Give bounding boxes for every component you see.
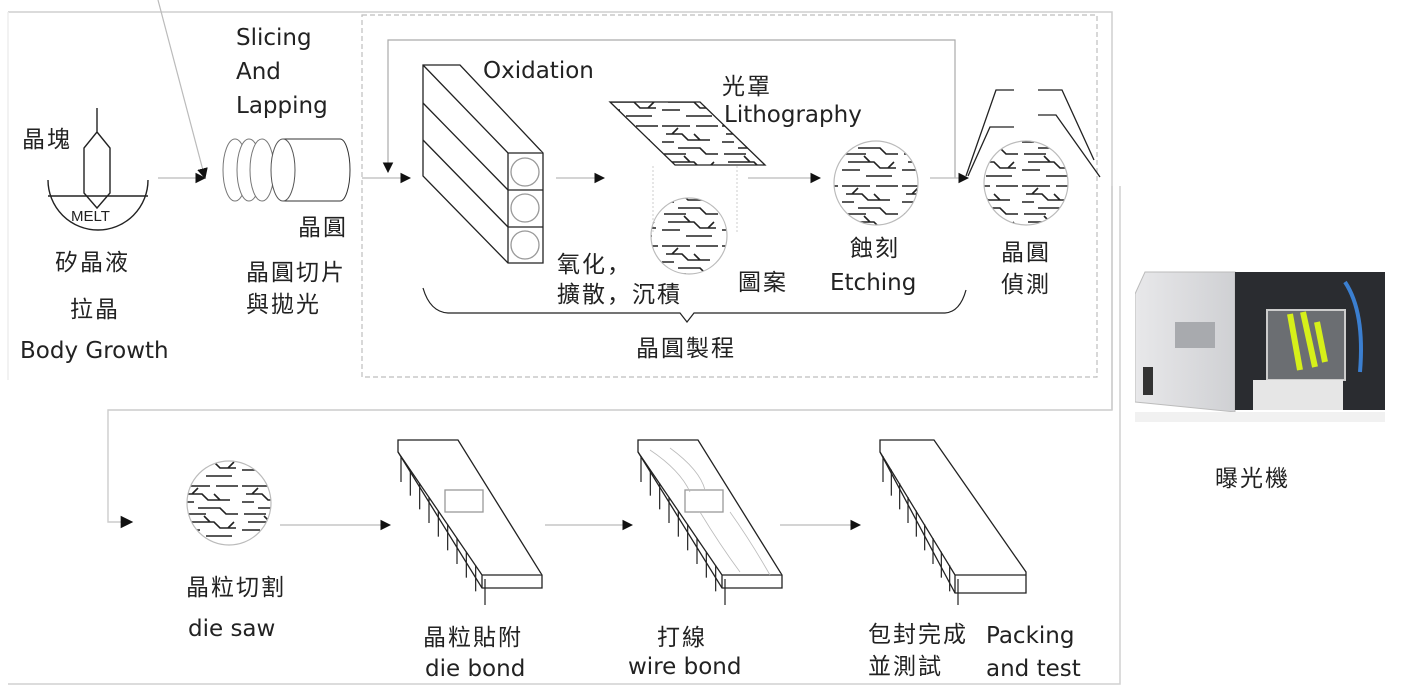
lithography-label: Lithography [724, 102, 862, 128]
connector-to-backend [107, 186, 1113, 529]
exposure-machine-caption: 曝光機 [1215, 466, 1290, 492]
packing-zh-label-1: 包封完成 [868, 622, 968, 648]
crystal-puller-icon [47, 108, 149, 231]
oxidation-zh-label-1: 氧化， [557, 252, 632, 278]
die-bond-en-label: die bond [425, 656, 526, 682]
oxidation-zh-label-2: 擴散，沉積 [557, 282, 682, 308]
packing-en-label-1: Packing [986, 623, 1075, 649]
melt-label: MELT [71, 208, 110, 225]
slicing-zh-label-1: 晶圓切片 [246, 260, 346, 286]
wafer-process-dashed-box [361, 14, 1098, 378]
slicing-zh-label-2: 與拋光 [246, 292, 321, 318]
slicing-label-3: Lapping [236, 93, 328, 119]
oxidation-label: Oxidation [483, 58, 594, 84]
oxidation-furnace-icon [422, 64, 544, 264]
die-saw-wafer-icon [186, 460, 272, 546]
ingot-label: 晶塊 [22, 127, 72, 153]
packing-en-label-2: and test [986, 656, 1081, 682]
wire-bond-en-label: wire bond [628, 654, 742, 680]
pattern-wafer-icon [650, 197, 728, 275]
feedback-loop-line [382, 39, 956, 178]
wire-bond-zh-label: 打線 [657, 625, 707, 651]
inspection-probe-icon [965, 89, 1101, 178]
wafer-label: 晶圓 [298, 215, 348, 241]
wafer-process-group-label: 晶圓製程 [636, 336, 736, 362]
inspection-wafer-icon [983, 140, 1069, 226]
wafer-process-brace [422, 287, 967, 323]
etched-wafer-icon [833, 140, 919, 226]
etching-zh-label: 蝕刻 [850, 236, 900, 262]
inspection-label-2: 偵測 [1001, 272, 1051, 298]
etching-en-label: Etching [830, 270, 917, 296]
die-bond-zh-label: 晶粒貼附 [423, 625, 523, 651]
slicing-label-2: And [236, 59, 281, 85]
die-saw-en-label: die saw [188, 616, 276, 642]
wire-bond-chip-icon [637, 439, 783, 589]
exposure-machine-image [1134, 252, 1385, 422]
silicon-melt-label: 矽晶液 [55, 250, 130, 276]
body-growth-zh-label: 拉晶 [70, 297, 120, 323]
photomask-icon [608, 101, 767, 232]
body-growth-en-label: Body Growth [20, 338, 169, 364]
sliced-ingot-icon [222, 138, 351, 202]
die-saw-zh-label: 晶粒切割 [186, 575, 286, 601]
die-bond-chip-icon [397, 439, 543, 589]
arrow-growth-to-slicing [157, 0, 208, 180]
packing-zh-label-2: 並測試 [868, 654, 943, 680]
inspection-label-1: 晶圓 [1001, 240, 1051, 266]
photomask-label: 光罩 [722, 74, 772, 100]
packaged-chip-icon [879, 439, 1027, 594]
slicing-label-1: Slicing [236, 25, 312, 51]
outer-frame-bottom [8, 186, 1121, 685]
pattern-label: 圖案 [738, 270, 788, 296]
